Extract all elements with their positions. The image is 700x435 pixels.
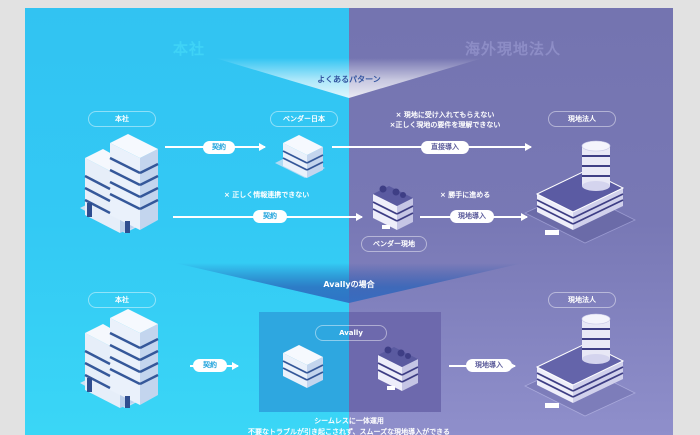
local-deploy-badge-bottom: 現地導入 [466,359,512,372]
headquarters-building-icon-bottom [80,309,159,408]
subsidiary-label: 現地法人 [548,111,616,127]
subsidiary-label-bottom: 現地法人 [548,292,616,308]
info-sharing-issue: × 正しく情報連携できない [224,191,310,199]
headquarters-building-icon [80,134,159,233]
diagram-canvas: 本社 海外現地法人 [25,8,673,435]
footer-line-1: シームレスに一体運用 [314,417,384,425]
subsidiary-building-icon-bottom [524,313,636,417]
direct-deploy-badge: 直接導入 [421,141,469,154]
direct-issue-2: ×正しく現地の要件を理解できない [389,121,501,129]
hq-label: 本社 [88,111,156,127]
bottom-banner-wedge [175,263,523,303]
avally-local-building-icon [377,346,419,391]
common-pattern-banner: よくあるパターン [317,75,381,84]
local-deploy-badge: 現地導入 [450,210,494,223]
footer-line-2: 不要なトラブルが引き起こされず、スムーズな現地導入ができる [247,428,451,435]
contract-badge: 契約 [203,141,235,154]
vendor-japan-building-icon [275,135,325,178]
headquarters-side-title: 本社 [173,40,206,58]
hq-label-bottom: 本社 [88,292,156,308]
diagram-graphics [80,58,636,417]
avally-japan-building-icon [282,345,324,388]
contract-badge-2: 契約 [253,210,287,223]
top-banner-wedge [215,58,483,98]
overseas-side-title: 海外現地法人 [465,40,562,58]
vendor-japan-label: ベンダー日本 [270,111,338,127]
avally-case-banner: Avallyの場合 [323,280,375,289]
contract-badge-bottom: 契約 [193,359,227,372]
proceeds-arbitrarily-issue: × 勝手に進める [440,191,491,199]
subsidiary-building-icon [524,140,636,244]
vendor-local-building-icon [372,185,414,230]
direct-issue-1: × 現地に受け入れてもらえない [395,111,495,119]
vendor-local-label: ベンダー現地 [361,236,427,252]
avally-label: Avally [315,325,387,341]
avally-buildings [282,345,419,391]
